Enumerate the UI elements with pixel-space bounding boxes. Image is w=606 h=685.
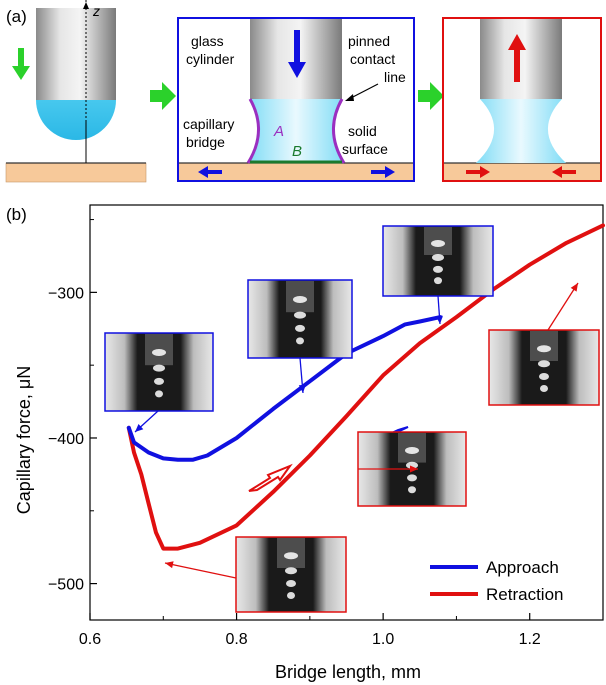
inset-connector: [547, 282, 579, 331]
inset-fringe: [407, 474, 417, 482]
inset-fringe: [284, 552, 298, 560]
schematic-bridge: glass cylinder pinned contact line capil…: [177, 17, 415, 182]
shrink-right-arrow-icon: [552, 166, 576, 178]
inset-fringe: [152, 349, 166, 356]
x-tick-label: 1.0: [372, 631, 394, 648]
inset-connector-arrowhead-icon: [570, 283, 578, 292]
inset-fringe: [540, 385, 548, 392]
approach-blue-arrow-icon: [288, 30, 306, 78]
retract-red-arrow-icon: [508, 34, 526, 82]
series-approach-line: [126, 315, 443, 462]
inset-connector-arrowhead-icon: [165, 561, 174, 569]
label-interface-b: B: [292, 143, 302, 160]
label-capillary: capillary: [183, 116, 234, 132]
inset-fringe: [433, 265, 443, 273]
label-line: line: [384, 69, 406, 85]
inset-connector: [164, 562, 237, 579]
inset-fringe: [405, 447, 419, 454]
y-tick-label: −500: [48, 577, 84, 594]
y-axis-label: Capillary force, μN: [14, 366, 34, 514]
inset-fringe: [539, 373, 549, 380]
inset-fringe: [286, 580, 296, 587]
label-solid: solid: [348, 123, 377, 139]
legend: Approach Retraction: [430, 558, 563, 604]
label-surface: surface: [342, 141, 388, 157]
label-interface-a: A: [273, 123, 284, 140]
inset-fringe: [537, 345, 551, 353]
panel-a-label: (a): [6, 7, 27, 26]
inset-connector-arrowhead-icon: [435, 315, 443, 324]
label-pinned: pinned: [348, 33, 390, 49]
spread-right-arrow-icon: [371, 166, 395, 178]
inset-fringe: [406, 461, 418, 469]
inset-fringe: [295, 324, 305, 332]
retraction-direction-arrow-icon: [248, 463, 293, 492]
inset-fringe: [154, 377, 164, 385]
inset-fringe: [431, 240, 445, 247]
y-tick-label: −400: [48, 431, 84, 448]
x-tick-label: 0.8: [225, 631, 247, 648]
inset-connector-arrowhead-icon: [410, 465, 418, 473]
capillary-force-chart: 0.6 0.8 1.0 1.2 −500 −400 −300: [48, 204, 605, 648]
approach-green-arrow-icon: [12, 48, 30, 80]
panel-b-label: (b): [6, 205, 27, 224]
label-glass: glass: [191, 33, 224, 49]
inset-fringe: [296, 337, 304, 345]
label-contact: contact: [350, 51, 395, 67]
inset-connector-arrowhead-icon: [298, 384, 306, 393]
x-axis-label: Bridge length, mm: [275, 662, 421, 682]
label-bridge: bridge: [186, 134, 225, 150]
legend-approach-label: Approach: [486, 558, 559, 577]
step-arrow-icon: [418, 82, 444, 110]
step-arrow-icon: [150, 82, 176, 110]
inset-fringe: [285, 567, 297, 575]
schematic-drop: z: [5, 0, 147, 183]
inset-fringe: [538, 360, 550, 368]
y-tick-label: −300: [48, 285, 84, 302]
z-axis-label: z: [92, 3, 100, 19]
inset-fringe: [408, 486, 416, 494]
inset-photos: [104, 225, 600, 613]
inset-fringe: [294, 311, 306, 319]
inset-fringe: [434, 277, 442, 285]
inset-fringe: [293, 296, 307, 303]
legend-retraction-label: Retraction: [486, 585, 563, 604]
inset-fringe: [287, 592, 295, 599]
schematic-retraction: [442, 17, 602, 182]
inset-fringe: [153, 364, 165, 372]
spread-left-arrow-icon: [198, 166, 222, 178]
inset-fringe: [432, 254, 444, 261]
plot-frame: [89, 204, 604, 621]
x-tick-label: 1.2: [519, 631, 541, 648]
inset-connector-arrowhead-icon: [135, 424, 144, 432]
shrink-left-arrow-icon: [466, 166, 490, 178]
label-cylinder: cylinder: [186, 51, 235, 67]
inset-fringe: [155, 390, 163, 398]
x-tick-label: 0.6: [79, 631, 101, 648]
